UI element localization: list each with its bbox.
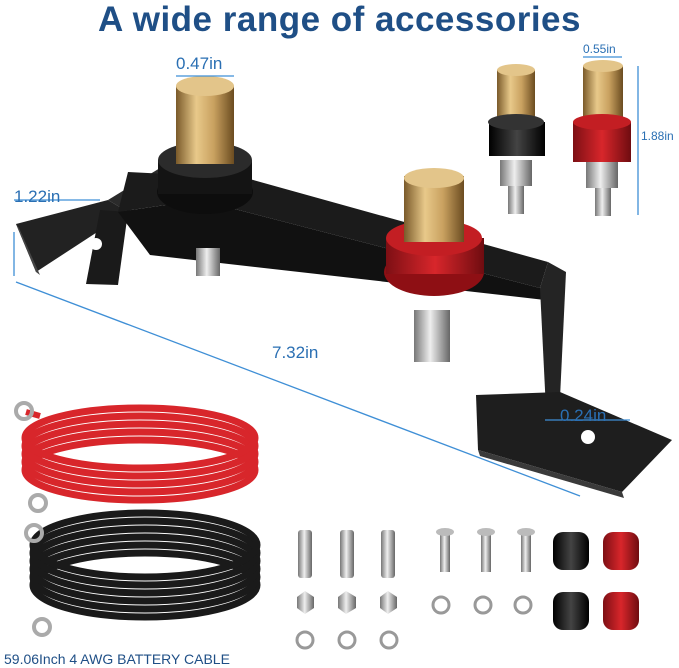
self-tapping-screws [436,528,535,572]
red-battery-cable [21,404,259,504]
mounting-bracket [16,168,672,498]
post-diameter-label: 0.47in [176,54,223,73]
black-cable-ring-terminal [24,523,52,637]
red-cable-ring-terminal [14,401,48,513]
black-binding-post [157,76,253,276]
bracket-height-label: 1.22in [14,187,61,206]
hole-diameter-label: 0.24in [560,406,607,425]
cable-caption: 59.06Inch 4 AWG BATTERY CABLE [4,651,230,667]
page-title: A wide range of accessories [98,0,581,39]
red-binding-post [384,168,484,362]
dimension-lines [13,56,639,497]
flat-washers [431,595,533,615]
post-diameter-small-label: 0.55in [583,42,616,56]
black-battery-cable [29,509,261,621]
post-height-label: 1.88in [641,129,674,143]
bracket-length-label: 7.32in [272,343,319,362]
protective-caps [553,532,639,630]
hex-nuts [297,591,397,614]
black-post-sample [488,64,545,214]
hex-bolts [298,530,395,578]
lock-washers [295,630,399,650]
red-post-sample [573,60,631,216]
